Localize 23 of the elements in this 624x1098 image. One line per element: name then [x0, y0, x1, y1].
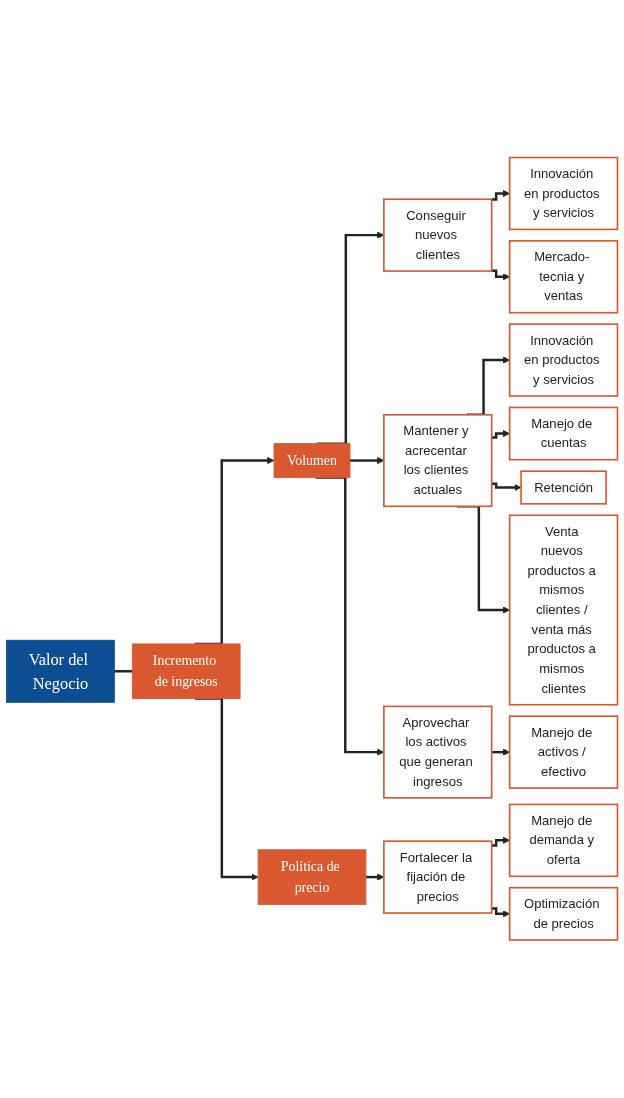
node-box: Manejo de activos / efectivo [508, 715, 619, 790]
node-box: Manejo de demanda y oferta [508, 803, 619, 878]
arrow [491, 837, 510, 848]
node-box: Aprovechar los activos que generan ingresos [383, 705, 493, 799]
node-box: Optimización de precios [508, 887, 619, 942]
node-box: Mantener y acrecentar los clientes actuales [383, 414, 493, 508]
node-box: Manejo de cuentas [508, 406, 619, 461]
node-box: Conseguir nuevos clientes [383, 198, 493, 273]
node-box: Retención [520, 470, 607, 505]
node-box: Venta nuevos productos a mismos clientes / venta más productos a mismos clientes [508, 514, 619, 706]
node-box: Innovación en productos y servicios [508, 323, 619, 398]
node-box: Fortalecer la fijación de precios [383, 840, 493, 915]
node-box: Valor del Negocio [6, 640, 115, 703]
arrow [491, 269, 510, 281]
arrow [491, 907, 510, 918]
arrow [491, 482, 522, 492]
node-box: Innovación en productos y servicios [508, 156, 619, 231]
node-box: Incremento de ingresos [131, 643, 241, 700]
node-box: Mercado- tecnia y ventas [508, 240, 619, 314]
node-box: Volumen [273, 443, 351, 479]
arrow [491, 190, 510, 201]
node-box: Política de precio [257, 849, 367, 906]
arrow [491, 430, 510, 439]
